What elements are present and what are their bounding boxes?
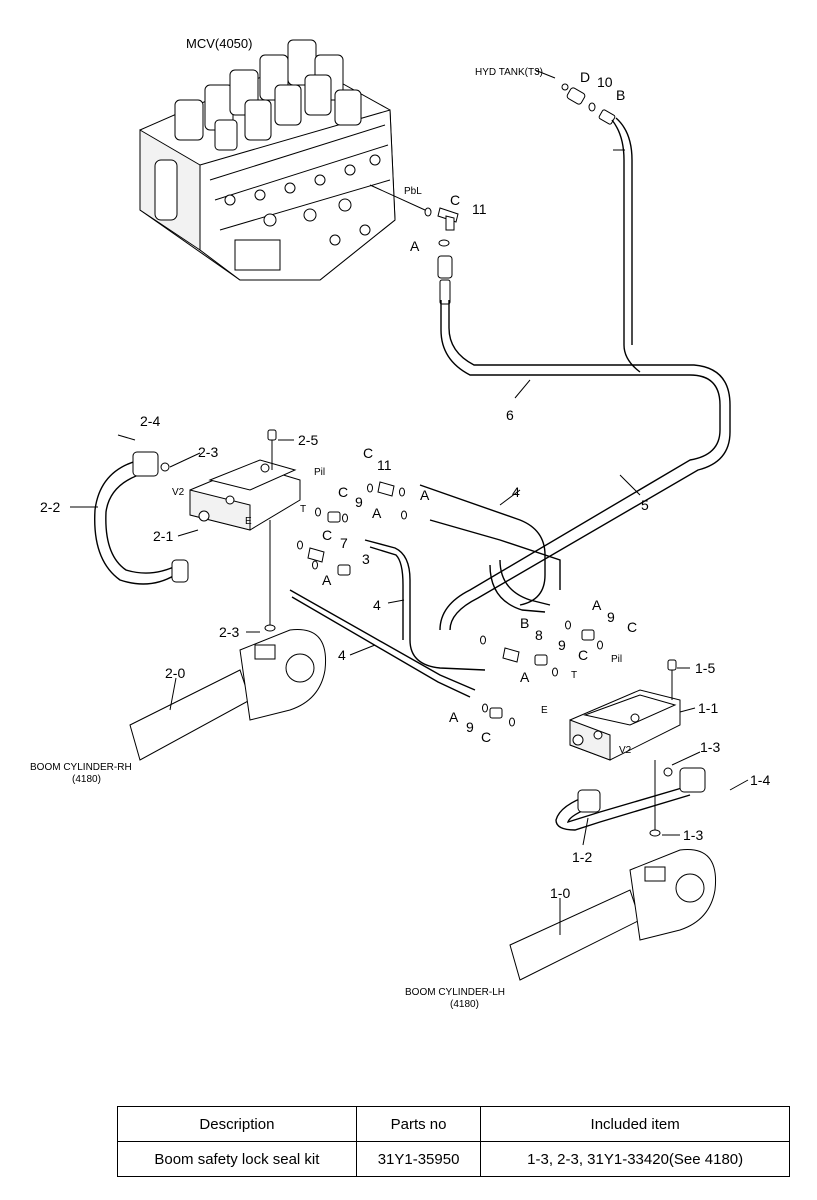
callout-a-top: A bbox=[410, 238, 420, 254]
callout-1-0: 1-0 bbox=[550, 885, 570, 901]
callout-9-bottom: 9 bbox=[466, 719, 474, 735]
callout-c-7: C bbox=[322, 527, 332, 543]
pil-label-rh: Pil bbox=[314, 467, 325, 478]
callout-10: 10 bbox=[597, 74, 613, 90]
callout-8: 8 bbox=[535, 627, 543, 643]
lh-pipe-1-2 bbox=[555, 767, 706, 831]
callout-a-bottom: A bbox=[449, 709, 459, 725]
cell-parts-no: 31Y1-35950 bbox=[355, 1141, 482, 1177]
callout-d: D bbox=[580, 69, 590, 85]
callout-3: 3 bbox=[362, 551, 370, 567]
parts-table: Description Parts no Included item Boom … bbox=[117, 1106, 790, 1177]
callout-a-11: A bbox=[420, 487, 430, 503]
callout-a-3: A bbox=[322, 572, 332, 588]
callout-2-3-upper: 2-3 bbox=[198, 444, 218, 460]
callout-4-lower: 4 bbox=[338, 647, 346, 663]
pil-label-lh: Pil bbox=[611, 654, 622, 665]
callout-4-upper: 4 bbox=[512, 484, 520, 500]
callout-1-2: 1-2 bbox=[572, 849, 592, 865]
callout-5: 5 bbox=[641, 497, 649, 513]
callout-1-4: 1-4 bbox=[750, 772, 770, 788]
callout-4-mid: 4 bbox=[373, 597, 381, 613]
boom-cylinder-rh-ref: (4180) bbox=[72, 774, 101, 785]
mcv-label: MCV(4050) bbox=[186, 36, 252, 51]
t-label-lh: T bbox=[571, 670, 577, 681]
callout-9-right: 9 bbox=[607, 609, 615, 625]
callout-2-2: 2-2 bbox=[40, 499, 60, 515]
e-label-rh: E bbox=[245, 516, 252, 527]
callout-1-3-lower: 1-3 bbox=[683, 827, 703, 843]
callout-2-3-lower: 2-3 bbox=[219, 624, 239, 640]
lh-block-1-1 bbox=[569, 659, 681, 761]
hyd-tank-label: HYD TANK(T3) bbox=[475, 67, 543, 78]
leader-lines bbox=[70, 379, 749, 935]
v2-label-lh: V2 bbox=[619, 745, 632, 756]
callout-c-top: C bbox=[450, 192, 460, 208]
callout-6: 6 bbox=[506, 407, 514, 423]
callout-2-1: 2-1 bbox=[153, 528, 173, 544]
hydraulic-parts-diagram: MCV(4050) HYD TANK(T3) PbL D 10 B C 11 A… bbox=[30, 36, 770, 1010]
callout-9-mid: 9 bbox=[558, 637, 566, 653]
mcv-valve-drawing bbox=[139, 39, 426, 281]
e-label-lh: E bbox=[541, 705, 548, 716]
callout-11-top: 11 bbox=[472, 201, 487, 217]
callout-a-9-right: A bbox=[592, 597, 602, 613]
header-description: Description bbox=[117, 1106, 357, 1142]
table-header-row: Description Parts no Included item bbox=[117, 1106, 790, 1142]
hoses-5-6 bbox=[439, 117, 731, 631]
top-fittings bbox=[424, 69, 616, 305]
boom-cylinder-lh-label: BOOM CYLINDER-LH bbox=[405, 987, 505, 998]
table-row: Boom safety lock seal kit 31Y1-35950 1-3… bbox=[117, 1141, 790, 1177]
callout-11-mid: 11 bbox=[377, 457, 392, 473]
callout-a-lower: A bbox=[520, 669, 530, 685]
boom-cylinder-lh-drawing bbox=[509, 760, 717, 981]
boom-cylinder-lh-ref: (4180) bbox=[450, 999, 479, 1010]
callout-c-9: C bbox=[338, 484, 348, 500]
callout-b-8: B bbox=[520, 615, 529, 631]
boom-cylinder-rh-label: BOOM CYLINDER-RH bbox=[30, 762, 132, 773]
callout-2-5: 2-5 bbox=[298, 432, 318, 448]
callout-2-0: 2-0 bbox=[165, 665, 185, 681]
t-label-rh: T bbox=[300, 504, 306, 515]
v2-label-rh: V2 bbox=[172, 487, 185, 498]
boom-cylinder-rh-drawing bbox=[129, 520, 327, 761]
callout-9-upper: 9 bbox=[355, 494, 363, 510]
callout-1-1: 1-1 bbox=[698, 700, 718, 716]
header-parts-no: Parts no bbox=[355, 1106, 482, 1142]
callout-a-mid: A bbox=[372, 505, 382, 521]
callout-b-top: B bbox=[616, 87, 625, 103]
rh-pipe-2-2 bbox=[94, 451, 189, 585]
callout-c-right: C bbox=[627, 619, 637, 635]
cell-included-item: 1-3, 2-3, 31Y1-33420(See 4180) bbox=[480, 1141, 790, 1177]
rh-block-2-1 bbox=[189, 429, 301, 531]
hoses-4 bbox=[289, 484, 561, 698]
pbl-label: PbL bbox=[404, 186, 422, 197]
callout-c-bottom: C bbox=[481, 729, 491, 745]
callout-1-3-upper: 1-3 bbox=[700, 739, 720, 755]
callout-2-4: 2-4 bbox=[140, 413, 160, 429]
callout-7: 7 bbox=[340, 535, 348, 551]
callout-c-11: C bbox=[363, 445, 373, 461]
header-included-item: Included item bbox=[480, 1106, 790, 1142]
callout-1-5: 1-5 bbox=[695, 660, 715, 676]
small-fittings bbox=[297, 481, 603, 727]
callout-c-mid: C bbox=[578, 647, 588, 663]
cell-description: Boom safety lock seal kit bbox=[117, 1141, 357, 1177]
